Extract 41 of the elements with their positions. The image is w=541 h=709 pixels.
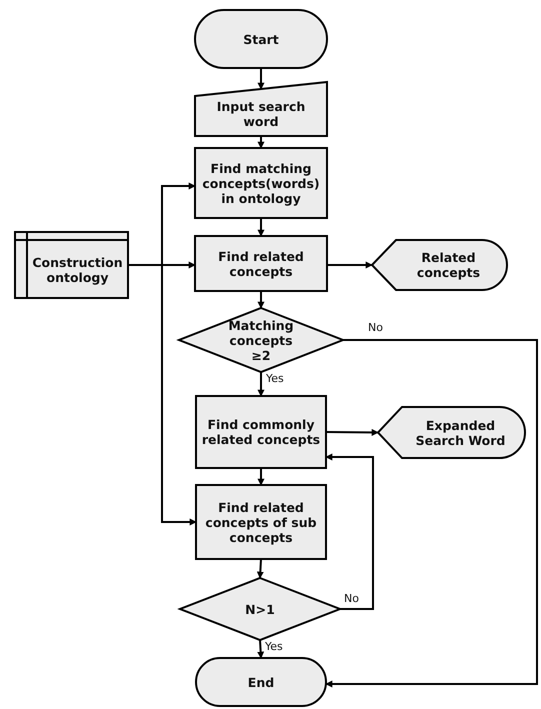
display-shape xyxy=(378,407,525,458)
internal-storage-shape xyxy=(15,232,128,298)
node-label: Input search word xyxy=(216,99,306,129)
node-label: Find matching concepts(words) in ontology xyxy=(201,160,321,206)
manual-input-shape xyxy=(195,82,327,136)
process-box xyxy=(195,148,327,218)
decision-diamond xyxy=(180,578,340,640)
display-shape xyxy=(372,240,507,290)
edge-label: Yes xyxy=(264,641,284,654)
node-label: Construction ontology xyxy=(31,255,124,285)
node-label: Find related concepts of sub concepts xyxy=(204,500,318,544)
arrow xyxy=(258,372,264,397)
arrow xyxy=(258,468,264,486)
arrow xyxy=(128,264,197,526)
arrow xyxy=(256,558,264,579)
arrow xyxy=(325,454,374,610)
edge-label: No xyxy=(367,322,384,334)
node-label: Related concepts xyxy=(416,250,482,280)
process-box xyxy=(195,236,327,291)
edge-label: Yes xyxy=(265,373,285,386)
arrow xyxy=(326,428,379,436)
node-label: Start xyxy=(243,32,279,46)
node-label: Matching concepts ≥2 xyxy=(227,318,295,362)
arrow xyxy=(258,68,264,90)
process-box xyxy=(196,485,326,559)
edge-label: No xyxy=(343,593,360,606)
terminal-shape xyxy=(196,658,326,706)
node-label: Find commonly related concepts xyxy=(200,417,322,447)
arrow xyxy=(258,218,264,237)
decision-diamond xyxy=(179,308,343,372)
process-box xyxy=(196,396,326,468)
arrow xyxy=(257,640,264,659)
node-label: End xyxy=(248,674,274,690)
node-label: Expanded Search Word xyxy=(414,418,506,448)
arrow xyxy=(325,339,538,688)
arrow xyxy=(327,262,373,268)
node-label: N>1 xyxy=(245,602,275,616)
node-label: Find related concepts xyxy=(217,248,305,278)
arrow xyxy=(258,136,264,149)
arrow xyxy=(258,291,264,309)
terminal-shape xyxy=(195,10,327,68)
